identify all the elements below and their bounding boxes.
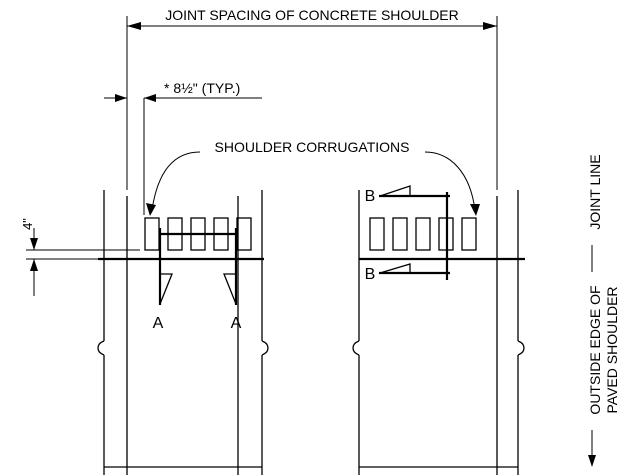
- section-a-cut: [158, 228, 238, 305]
- section-b-cut: [379, 185, 450, 280]
- section-a-label-left: A: [153, 315, 164, 332]
- joint-line-label-group: JOINT LINE: [587, 154, 603, 260]
- right-corrugation-grooves: [369, 217, 477, 251]
- section-a-label-right: A: [231, 315, 242, 332]
- typ-spacing-label: * 8½" (TYP.): [164, 80, 240, 96]
- outside-edge-label-line1: OUTSIDE EDGE OF: [587, 285, 603, 414]
- left-shoulder-panel: A A: [97, 190, 269, 475]
- typ-spacing-dimension: * 8½" (TYP.): [104, 80, 262, 215]
- outside-edge-label-line2: PAVED SHOULDER: [604, 286, 620, 413]
- right-shoulder-panel: B B: [352, 185, 525, 475]
- joint-spacing-label: JOINT SPACING OF CONCRETE SHOULDER: [165, 7, 459, 23]
- outside-edge-label-group: OUTSIDE EDGE OF PAVED SHOULDER: [587, 260, 620, 467]
- corrugations-label: SHOULDER CORRUGATIONS: [215, 139, 410, 155]
- four-inch-label: 4": [20, 218, 35, 230]
- joint-line-label: JOINT LINE: [587, 154, 603, 229]
- section-b-label-top: B: [365, 188, 376, 205]
- four-inch-dimension: 4": [20, 218, 140, 296]
- corrugations-callout: SHOULDER CORRUGATIONS: [146, 139, 480, 216]
- section-b-label-bottom: B: [365, 266, 376, 283]
- joint-spacing-dimension: JOINT SPACING OF CONCRETE SHOULDER: [126, 7, 498, 190]
